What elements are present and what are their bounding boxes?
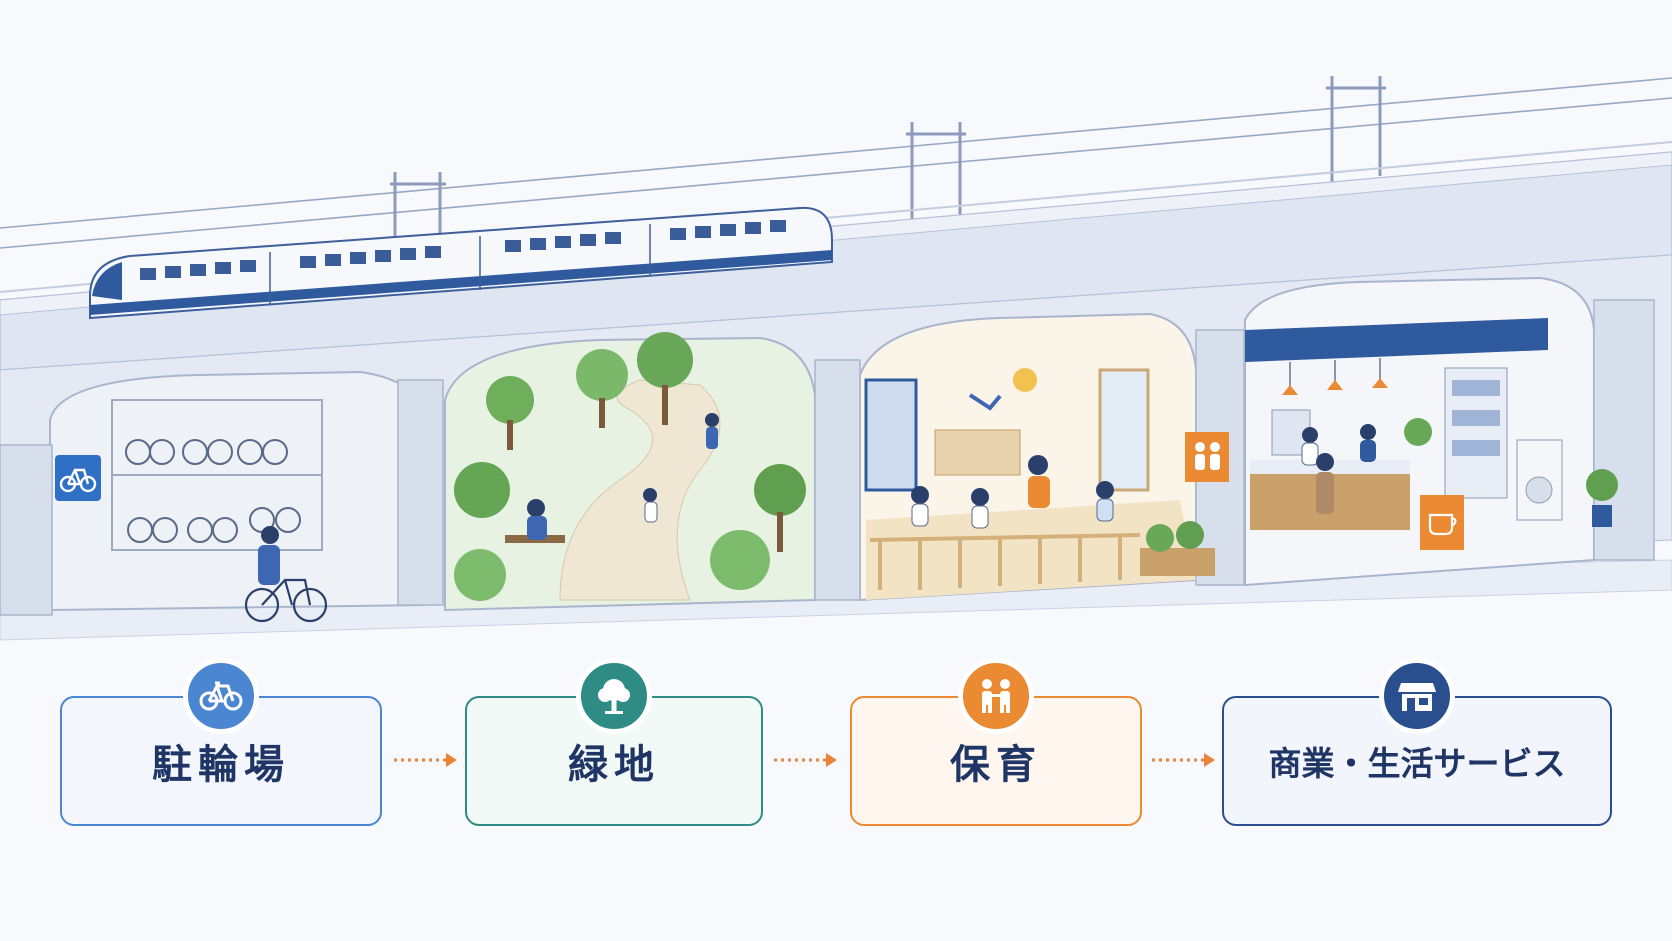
tree-badge — [576, 658, 652, 734]
flow-label: 保育 — [950, 742, 1042, 788]
tree-icon — [598, 679, 630, 714]
storefront-icon — [1398, 683, 1436, 711]
bicycle-icon — [59, 468, 97, 493]
flow-label: 緑地 — [568, 742, 660, 788]
coffee-cup-icon — [1428, 513, 1457, 536]
bike-racks — [111, 399, 323, 551]
flow-card-shop-services: 商業・生活サービス — [1222, 658, 1612, 826]
park-walkers — [643, 413, 719, 523]
overhead-wires — [0, 77, 1672, 249]
flow-arrow — [1152, 753, 1215, 767]
flow-arrow — [394, 753, 457, 767]
childcare-sign — [1185, 432, 1229, 482]
viaduct-piers — [0, 299, 1655, 616]
catenary-poles — [390, 76, 1386, 268]
children-icon — [982, 679, 1010, 713]
flow-card-green-space: 緑地 — [465, 658, 763, 826]
shop-interior — [1245, 318, 1618, 530]
children-icon — [1195, 442, 1220, 470]
flow-card-childcare: 保育 — [850, 658, 1142, 826]
train — [89, 206, 833, 320]
childcare-room — [864, 368, 1215, 600]
bicycle-badge — [183, 658, 259, 734]
cafe-sign — [1420, 495, 1464, 550]
flow-arrow — [774, 753, 837, 767]
bicycle-icon — [199, 681, 243, 711]
flow-card-bike-parking: 駐輪場 — [60, 658, 382, 826]
person-with-bicycle — [244, 526, 328, 623]
park-bench-person — [505, 499, 565, 543]
children-badge — [958, 658, 1034, 734]
flow-label: 商業・生活サービス — [1268, 744, 1566, 783]
elevated-railway-illustration — [0, 76, 1672, 641]
arch-bike-parking — [49, 370, 426, 612]
park-trees — [454, 332, 806, 601]
flow-label: 駐輪場 — [152, 742, 290, 788]
storefront-badge — [1379, 658, 1455, 734]
